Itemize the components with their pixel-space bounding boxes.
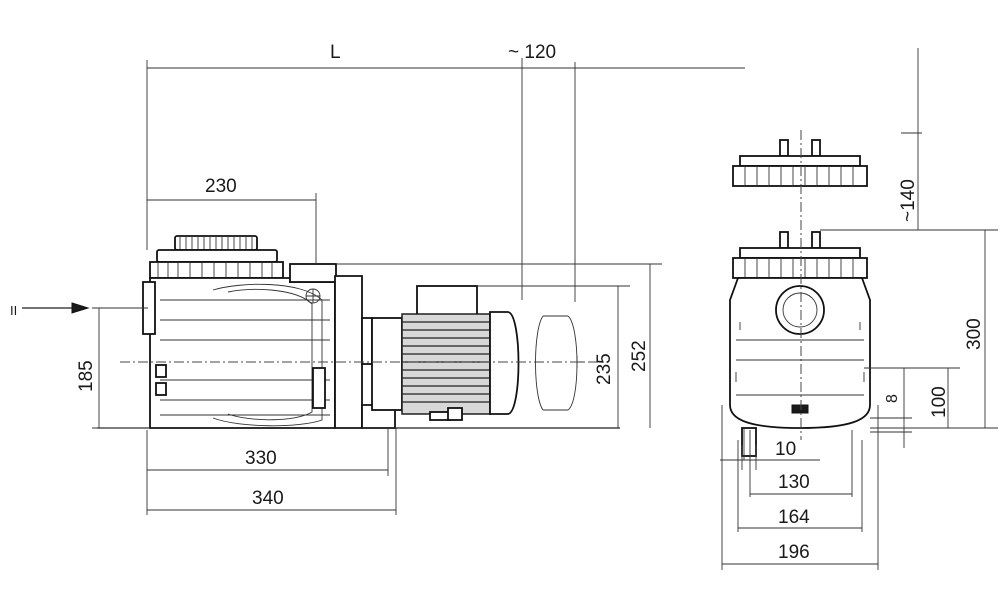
pump-housing	[142, 263, 337, 429]
dim-total-height-label: 252	[629, 340, 650, 372]
front-view: II L ~ 120 230 185 235	[10, 42, 745, 515]
dim-lid-clearance: ~140	[820, 48, 998, 231]
dim-drain-offset: 8	[870, 368, 912, 448]
dim-lid-to-flange: 230	[147, 176, 317, 264]
motor	[371, 285, 583, 421]
dim-width-164-label: 164	[778, 507, 810, 528]
dim-length: L ~ 120	[146, 42, 745, 302]
dim-foot-width: 10	[720, 439, 820, 470]
dim-length-label: L	[330, 42, 341, 63]
dim-side-total-height-label: 300	[964, 318, 985, 350]
dim-widths: 130 164 196	[721, 405, 879, 570]
dim-inlet-height: 185	[76, 307, 150, 429]
dim-outlet-height: 100	[864, 367, 960, 428]
dim-base-length: 330 340	[146, 428, 397, 515]
strainer-lid	[149, 235, 284, 279]
dim-outlet-height-label: 100	[929, 386, 950, 418]
dim-width-196-label: 196	[778, 542, 810, 563]
removed-lid	[732, 139, 868, 187]
side-view: ~140 300 100 8 10 130	[720, 48, 998, 570]
dim-base-length-1-label: 330	[245, 448, 277, 469]
dim-lid-clearance-label: ~140	[898, 179, 919, 222]
dim-lid-to-flange-label: 230	[205, 176, 237, 197]
dim-drain-offset-label: 8	[884, 394, 901, 403]
dim-side-total-height: 300	[870, 230, 998, 429]
dim-total-height: 252	[336, 263, 662, 428]
dim-base-length-2-label: 340	[252, 488, 284, 509]
dim-motor-height-label: 235	[594, 353, 615, 385]
inlet-arrow: II	[10, 302, 90, 318]
inlet-marker-label: II	[10, 303, 17, 318]
dim-motor-height: 235	[477, 285, 630, 428]
dim-motor-clearance-label: ~ 120	[508, 42, 556, 63]
side-housing	[729, 231, 871, 460]
dim-foot-width-label: 10	[775, 439, 796, 460]
dim-width-130-label: 130	[778, 472, 810, 493]
dim-inlet-height-label: 185	[76, 360, 97, 392]
